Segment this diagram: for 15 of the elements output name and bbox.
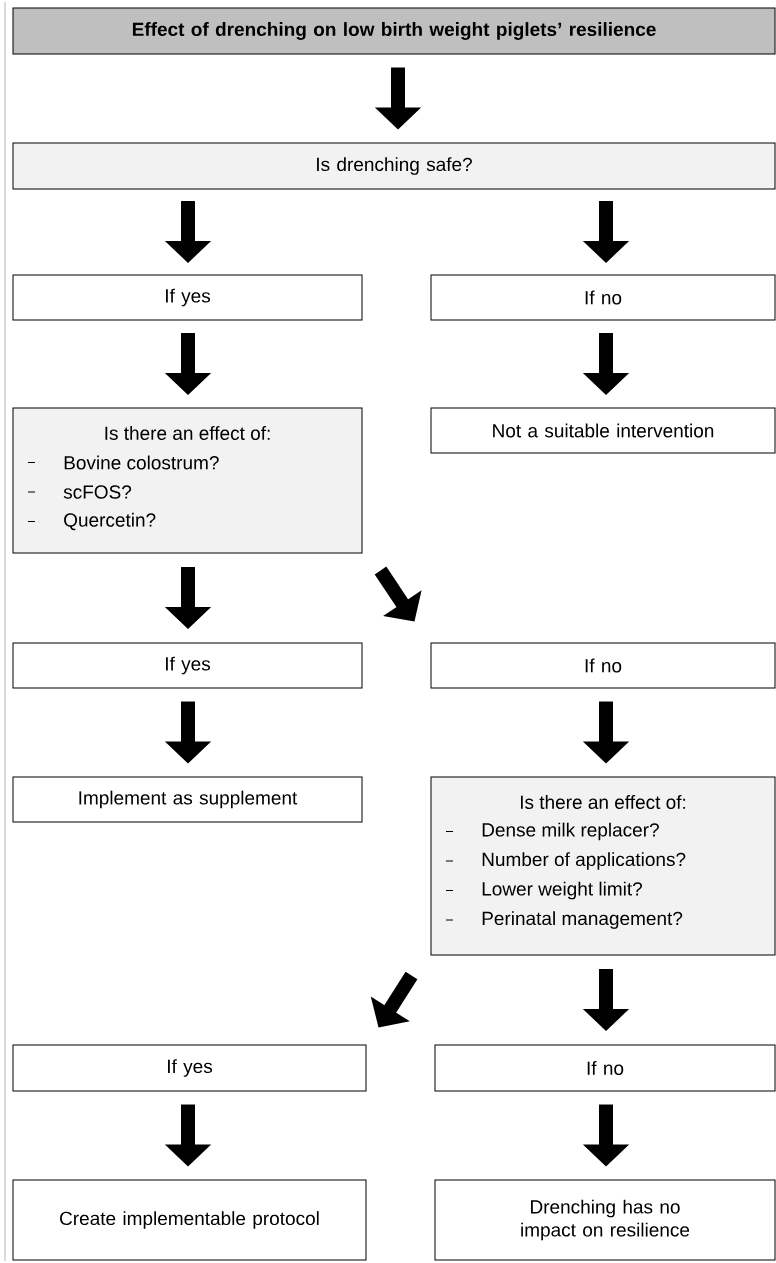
outcome-box: Implement as supplement (12, 776, 363, 823)
outcome-box: If yes (12, 1044, 367, 1092)
outcome-box: If yes (12, 274, 363, 321)
title-box: Effect of drenching on low birth weight piglets’ resilience (12, 7, 776, 55)
outcome-box: If no (430, 642, 776, 689)
outcome-box: If no (430, 274, 776, 321)
outcome-box: If no (434, 1044, 776, 1092)
outcome-box: Not a suitable intervention (430, 407, 776, 454)
outcome-box: Drenching has no impact on resilience (434, 1179, 776, 1261)
question-box: Is drenching safe? (12, 142, 776, 190)
question-box: Is there an effect of: Dense milk replacer? Number of applications? Lower weight limit? Perinatal management? (430, 776, 776, 956)
outcome-box: If yes (12, 642, 363, 689)
question-box: Is there an effect of: Bovine colostrum? scFOS? Quercetin? (12, 407, 363, 554)
outcome-box: Create implementable protocol (12, 1179, 367, 1261)
block-arrow (374, 566, 422, 622)
